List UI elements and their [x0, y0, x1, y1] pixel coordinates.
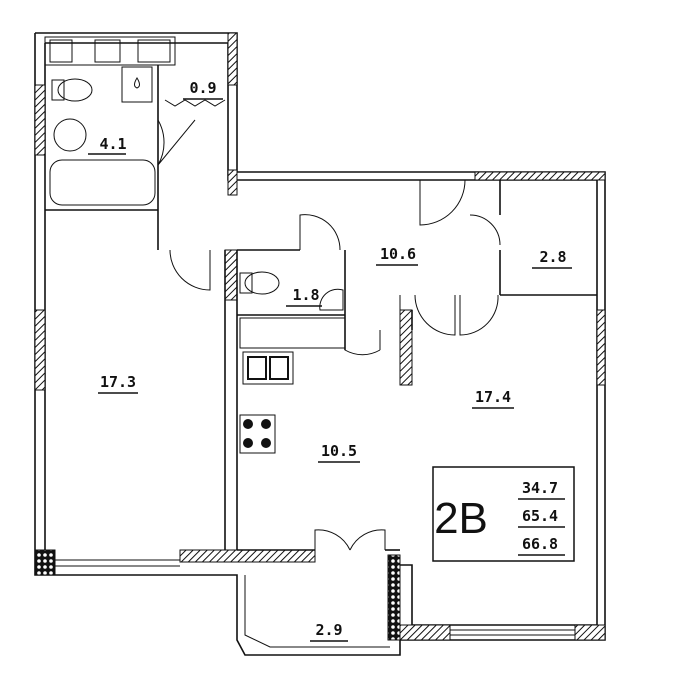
room-labels: 0.9 4.1 17.3 1.8 10.6 2.8 17.4 10.5 2.9: [88, 79, 572, 642]
doors: [157, 119, 501, 551]
total-area-with-balcony: 66.8: [522, 535, 558, 553]
room-area-closet: 2.8: [539, 248, 566, 266]
fixtures: [44, 36, 346, 454]
room-area-living-room: 17.3: [100, 373, 136, 391]
apartment-type: 2B: [434, 494, 488, 543]
total-area: 65.4: [522, 507, 558, 525]
room-area-bathroom: 4.1: [99, 135, 126, 153]
room-area-hall: 10.6: [380, 245, 416, 263]
living-area: 34.7: [522, 479, 558, 497]
room-area-balcony: 2.9: [315, 621, 342, 639]
room-area-wc: 1.8: [292, 286, 319, 304]
room-area-wardrobe: 0.9: [189, 79, 216, 97]
room-area-kitchen: 10.5: [321, 442, 357, 460]
room-area-bedroom: 17.4: [475, 388, 511, 406]
apartment-info-box: 2B 34.7 65.4 66.8: [432, 466, 575, 562]
